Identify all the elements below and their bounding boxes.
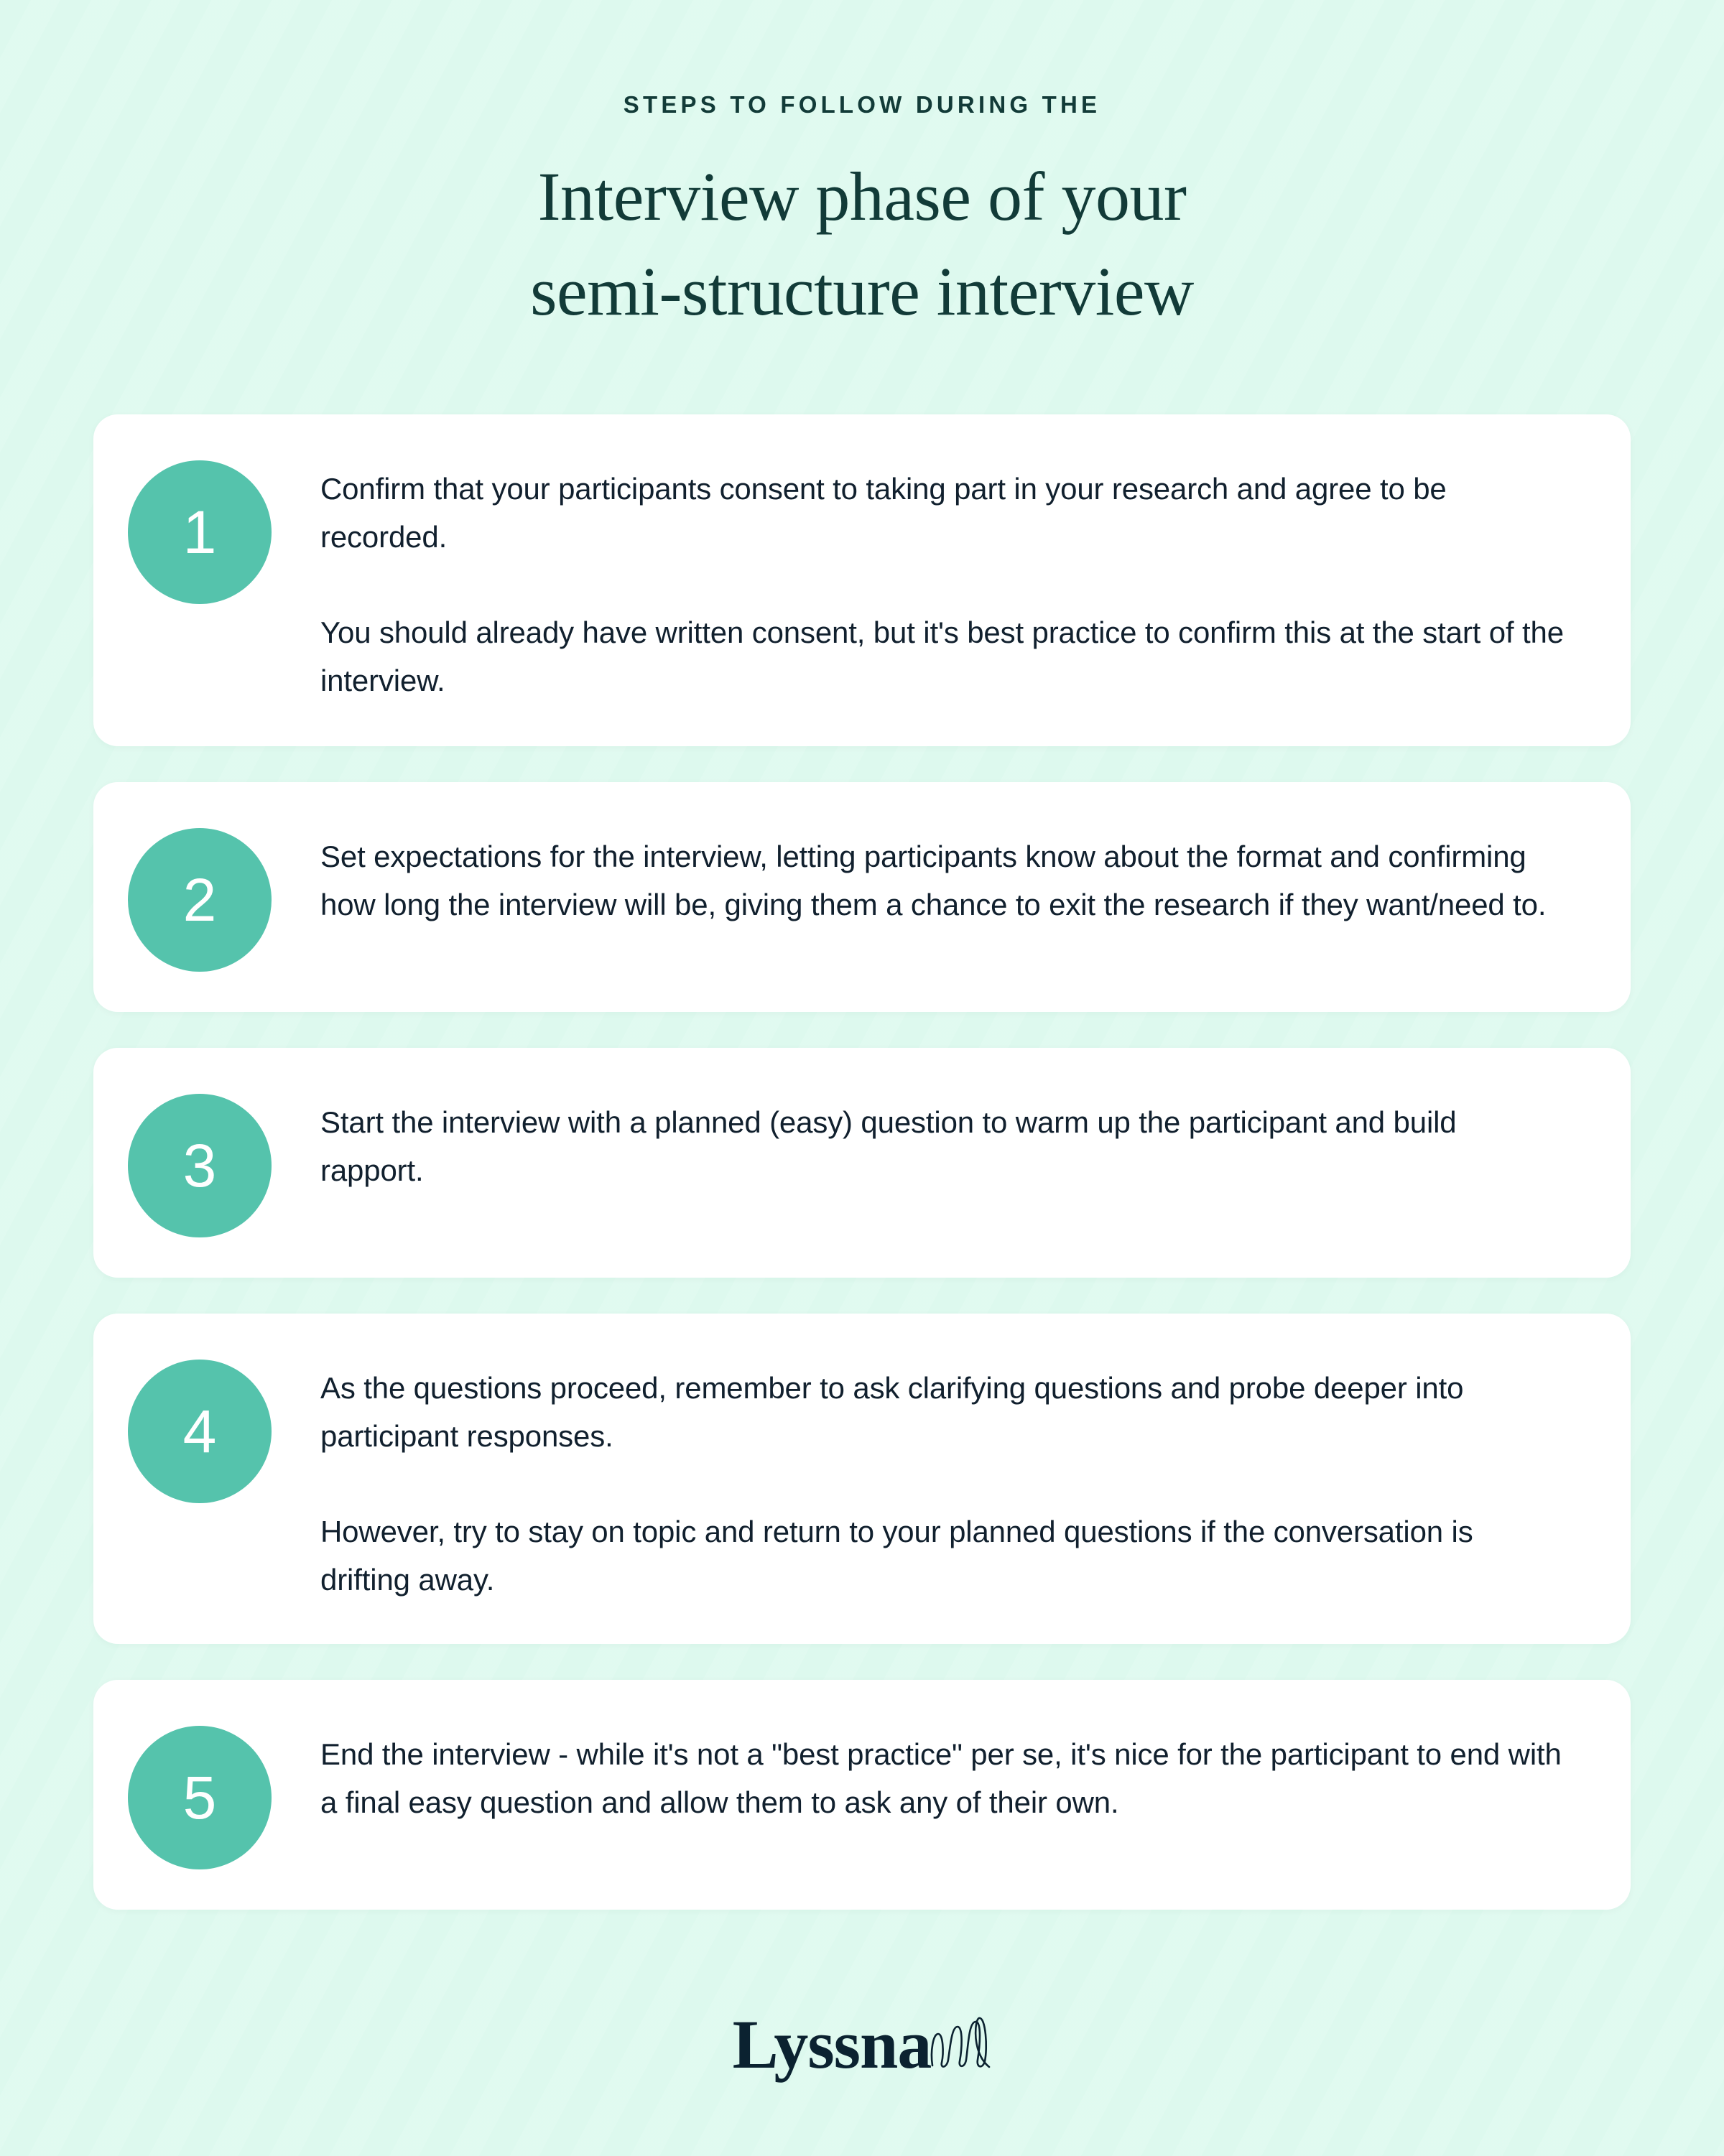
- step-card: 5 End the interview - while it's not a "…: [93, 1680, 1631, 1910]
- step-body: Confirm that your participants consent t…: [272, 455, 1566, 705]
- page-title-line-1: Interview phase of your: [537, 157, 1187, 235]
- step-paragraph: Start the interview with a planned (easy…: [320, 1105, 1457, 1187]
- step-body: Set expectations for the interview, lett…: [272, 822, 1566, 929]
- step-card: 4 As the questions proceed, remember to …: [93, 1313, 1631, 1645]
- step-card: 3 Start the interview with a planned (ea…: [93, 1047, 1631, 1278]
- step-paragraph: As the questions proceed, remember to as…: [320, 1370, 1464, 1453]
- footer: Lyssna: [0, 1910, 1724, 2079]
- steps-list: 1 Confirm that your participants consent…: [93, 340, 1631, 1910]
- header: STEPS TO FOLLOW DURING THE Interview pha…: [0, 0, 1724, 340]
- step-number-badge: 2: [128, 827, 272, 972]
- step-paragraph: Set expectations for the interview, lett…: [320, 839, 1547, 921]
- eyebrow-text: STEPS TO FOLLOW DURING THE: [623, 91, 1101, 118]
- page-title-line-2: semi-structure interview: [530, 253, 1194, 330]
- step-number-badge: 3: [128, 1093, 272, 1237]
- lyssna-logo: Lyssna: [733, 2010, 992, 2079]
- step-card: 2 Set expectations for the interview, le…: [93, 781, 1631, 1012]
- step-card: 1 Confirm that your participants consent…: [93, 414, 1631, 746]
- step-body: Start the interview with a planned (easy…: [272, 1088, 1566, 1194]
- step-number-badge: 4: [128, 1359, 272, 1503]
- step-number-badge: 5: [128, 1726, 272, 1870]
- lyssna-wordmark: Lyssna: [732, 2006, 932, 2083]
- lyssna-squiggle-icon: [930, 2015, 991, 2073]
- step-number-badge: 1: [128, 460, 272, 604]
- step-paragraph: End the interview - while it's not a "be…: [320, 1737, 1562, 1820]
- step-paragraph: Confirm that your participants consent t…: [320, 471, 1447, 554]
- step-body: End the interview - while it's not a "be…: [272, 1720, 1566, 1826]
- step-body: As the questions proceed, remember to as…: [272, 1354, 1566, 1604]
- step-paragraph: However, try to stay on topic and return…: [320, 1514, 1473, 1597]
- step-paragraph: You should already have written consent,…: [320, 615, 1564, 698]
- page-title: Interview phase of your semi-structure i…: [0, 149, 1724, 340]
